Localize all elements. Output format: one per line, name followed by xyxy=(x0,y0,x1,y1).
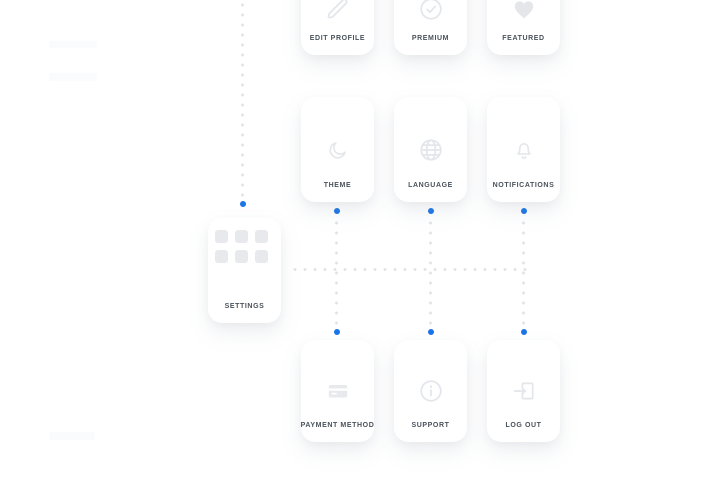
moon-icon xyxy=(301,137,374,163)
grid-icon xyxy=(215,230,268,263)
node-card-premium[interactable]: PREMIUM xyxy=(394,0,467,55)
anchor-dot-logout xyxy=(521,329,527,335)
node-label: PAYMENT METHOD xyxy=(300,422,375,429)
placeholder-bar xyxy=(49,73,97,81)
anchor-dot-payment xyxy=(334,329,340,335)
anchor-dot-language xyxy=(428,208,434,214)
bell-icon xyxy=(487,137,560,163)
node-card-log-out[interactable]: LOG OUT xyxy=(487,340,560,442)
connector-line-settings-top xyxy=(241,0,244,198)
placeholder-bar xyxy=(49,432,95,440)
node-card-settings[interactable]: SETTINGS xyxy=(208,218,281,323)
node-label: EDIT PROFILE xyxy=(309,35,366,42)
pencil-icon xyxy=(301,0,374,22)
node-card-language[interactable]: LANGUAGE xyxy=(394,97,467,202)
node-label: LANGUAGE xyxy=(408,182,453,189)
logout-icon xyxy=(487,378,560,404)
node-card-notifications[interactable]: NOTIFICATIONS xyxy=(487,97,560,202)
anchor-dot-settings xyxy=(240,201,246,207)
info-circle-icon xyxy=(394,378,467,404)
node-card-featured[interactable]: FEATURED xyxy=(487,0,560,55)
connector-line-col2 xyxy=(429,218,432,326)
check-circle-icon xyxy=(394,0,467,22)
credit-card-icon xyxy=(301,378,374,404)
node-card-support[interactable]: SUPPORT xyxy=(394,340,467,442)
node-card-edit-profile[interactable]: EDIT PROFILE xyxy=(301,0,374,55)
node-label: NOTIFICATIONS xyxy=(492,182,555,189)
node-label: THEME xyxy=(323,182,352,189)
placeholder-bar xyxy=(49,41,97,48)
node-card-payment-method[interactable]: PAYMENT METHOD xyxy=(301,340,374,442)
connector-line-horizontal xyxy=(290,268,530,271)
node-label: PREMIUM xyxy=(411,35,450,42)
node-label: SETTINGS xyxy=(224,303,265,310)
anchor-dot-theme xyxy=(334,208,340,214)
heart-icon xyxy=(487,0,560,22)
connector-line-col1 xyxy=(335,218,338,326)
anchor-dot-support xyxy=(428,329,434,335)
anchor-dot-notifications xyxy=(521,208,527,214)
connector-line-col3 xyxy=(522,218,525,326)
node-label: LOG OUT xyxy=(505,422,542,429)
node-label: FEATURED xyxy=(502,35,545,42)
globe-icon xyxy=(394,137,467,163)
node-card-theme[interactable]: THEME xyxy=(301,97,374,202)
node-label: SUPPORT xyxy=(411,422,450,429)
